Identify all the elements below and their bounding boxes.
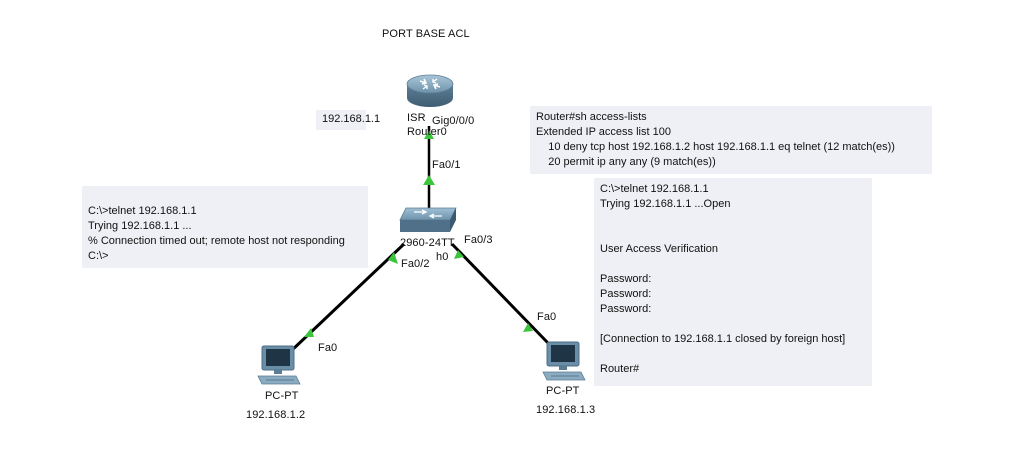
pc-right-icon[interactable] bbox=[541, 341, 587, 383]
pc-left-icon[interactable] bbox=[256, 345, 302, 387]
note-line bbox=[600, 317, 866, 332]
router-ip-box: 192.168.1.1 bbox=[316, 110, 381, 130]
note-line: Password: bbox=[600, 273, 652, 285]
router-icon[interactable] bbox=[404, 72, 456, 112]
port-indicator-pc-right bbox=[523, 323, 533, 332]
switch-port-fa02-label: Fa0/2 bbox=[401, 258, 430, 270]
pc-left-port-label: Fa0 bbox=[318, 342, 338, 354]
pc-right-type-label: PC-PT bbox=[546, 385, 580, 397]
note-line bbox=[600, 227, 866, 242]
port-indicator-switch-fa02 bbox=[388, 252, 398, 264]
note-line: Extended IP access list 100 bbox=[536, 126, 671, 138]
note-line: % Connection timed out; remote host not … bbox=[88, 235, 345, 247]
note-line: C:\> bbox=[88, 250, 109, 262]
router-name-label: Router0 bbox=[407, 126, 447, 138]
note-line: User Access Verification bbox=[600, 243, 718, 255]
pc-right-ip-label: 192.168.1.3 bbox=[536, 404, 596, 416]
port-indicator-switch-fa03 bbox=[454, 250, 464, 259]
pc-left-ip-label: 192.168.1.2 bbox=[246, 409, 306, 421]
note-line: Password: bbox=[600, 288, 652, 300]
pc-left-type-label: PC-PT bbox=[265, 390, 299, 402]
switch-model-label: 2960-24TT bbox=[400, 237, 455, 249]
note-pc-left-telnet: C:\>telnet 192.168.1.1 Trying 192.168.1.… bbox=[82, 186, 368, 268]
note-line: 10 deny tcp host 192.168.1.2 host 192.16… bbox=[536, 141, 895, 153]
note-line: [Connection to 192.168.1.1 closed by for… bbox=[600, 333, 846, 345]
note-pc-right-telnet: C:\>telnet 192.168.1.1 Trying 192.168.1.… bbox=[594, 178, 872, 386]
port-indicator-pc-left bbox=[304, 328, 314, 337]
port-indicator-router-gig bbox=[424, 130, 434, 139]
switch-icon[interactable] bbox=[398, 206, 458, 240]
note-router-acl: Router#sh access-lists Extended IP acces… bbox=[530, 106, 932, 174]
router-port-gig-label: Gig0/0/0 bbox=[432, 115, 475, 127]
pc-right-port-label: Fa0 bbox=[537, 311, 557, 323]
cable-switch-pc-right bbox=[450, 242, 550, 345]
note-line: Router#sh access-lists bbox=[536, 111, 647, 123]
note-line: C:\>telnet 192.168.1.1 bbox=[88, 205, 197, 217]
note-line bbox=[600, 257, 866, 272]
note-line: C:\>telnet 192.168.1.1 bbox=[600, 183, 709, 195]
diagram-title: PORT BASE ACL bbox=[382, 28, 470, 40]
note-line bbox=[600, 212, 866, 227]
router-port-fa01-label: Fa0/1 bbox=[432, 159, 461, 171]
note-line bbox=[600, 347, 866, 362]
switch-port-fa03-label: Fa0/3 bbox=[464, 234, 493, 246]
switch-name-label: h0 bbox=[436, 251, 449, 263]
router-model-label: ISR bbox=[407, 112, 426, 124]
router-ip-label: 192.168.1.1 bbox=[322, 113, 381, 125]
port-indicator-router-fa01 bbox=[423, 175, 435, 185]
note-line: Password: bbox=[600, 303, 652, 315]
note-line: Trying 192.168.1.1 ... bbox=[88, 220, 192, 232]
note-line: Trying 192.168.1.1 ...Open bbox=[600, 198, 731, 210]
note-line: 20 permit ip any any (9 match(es)) bbox=[536, 156, 716, 168]
note-line: Router# bbox=[600, 363, 640, 375]
